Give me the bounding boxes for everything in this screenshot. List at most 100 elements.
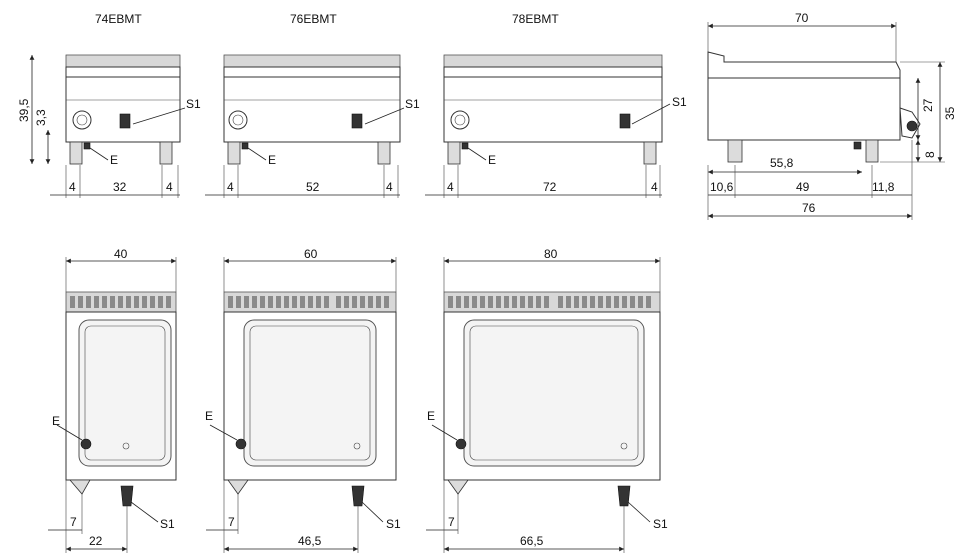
grille-slots	[228, 296, 389, 308]
foot-left	[69, 141, 83, 165]
gas-valve-icon	[119, 113, 131, 129]
s1-leader	[364, 107, 405, 125]
drain-hole	[353, 442, 361, 450]
e-label: E	[110, 153, 118, 167]
gas-valve-icon	[351, 485, 365, 507]
model-title: 78EBMT	[512, 12, 559, 26]
e-offset-value: 7	[228, 515, 235, 529]
dim-left: 4	[227, 180, 234, 194]
e-label: E	[205, 409, 213, 423]
splash-rim	[65, 66, 181, 78]
body-height-dim-value: 27	[921, 98, 935, 112]
e-offset-value: 7	[70, 515, 77, 529]
griddle-inner	[469, 325, 639, 461]
foot-left	[69, 479, 91, 495]
s1-leader	[361, 501, 384, 523]
knob-inner	[232, 114, 244, 126]
dim-right: 11,8	[872, 180, 895, 194]
width-dim-value: 80	[544, 247, 558, 261]
width-dim-value: 40	[114, 247, 128, 261]
earth-terminal-icon	[853, 141, 862, 150]
s1-offset-value: 46,5	[298, 534, 322, 548]
control-knob-icon	[228, 110, 248, 130]
gas-valve-icon	[619, 113, 631, 129]
s1-label: S1	[672, 95, 687, 109]
s1-leader	[130, 501, 159, 523]
foot-left	[447, 141, 461, 165]
model-title: 76EBMT	[290, 12, 337, 26]
appliance-body	[223, 76, 401, 143]
front-view-74EBMT: 74EBMT S1 E 39,5 3,3 4 32 4	[17, 12, 201, 198]
foot-left	[227, 141, 241, 165]
s1-label: S1	[186, 97, 201, 111]
connection-dim-value: 3,3	[34, 109, 48, 126]
e-label: E	[52, 414, 60, 428]
foot-left	[447, 479, 469, 495]
earth-terminal-icon	[455, 438, 467, 450]
earth-terminal-icon	[83, 142, 91, 150]
dim-middle: 52	[306, 180, 320, 194]
appliance-body	[65, 76, 181, 143]
model-title: 74EBMT	[95, 12, 142, 26]
width-dim-value: 60	[304, 247, 318, 261]
griddle-inner	[249, 325, 371, 461]
height-dim-value: 39,5	[17, 98, 31, 122]
e-leader	[56, 424, 83, 441]
gas-valve-icon	[617, 485, 631, 507]
gas-valve-icon	[351, 113, 363, 129]
side-body	[707, 77, 901, 141]
s1-leader	[627, 501, 651, 523]
e-label: E	[268, 153, 276, 167]
foot-right	[643, 141, 657, 165]
dim-middle: 72	[543, 180, 557, 194]
earth-terminal-icon	[235, 438, 247, 450]
s1-label: S1	[160, 517, 175, 531]
dim-right: 4	[386, 180, 393, 194]
e-leader	[209, 424, 238, 441]
e-label: E	[427, 409, 435, 423]
drain-hole	[122, 442, 130, 450]
foot-back	[727, 139, 743, 163]
foot-front	[865, 139, 879, 163]
grille-slots	[70, 296, 171, 308]
drain-hole	[620, 442, 628, 450]
knob-inner	[454, 114, 466, 126]
s1-offset-value: 66,5	[520, 534, 544, 548]
s1-label: S1	[653, 517, 668, 531]
s1-offset-value: 22	[89, 534, 103, 548]
griddle-surface	[78, 319, 172, 467]
e-leader	[247, 147, 267, 161]
s1-leader	[631, 103, 671, 125]
top-view-80: 80 E S1 7	[426, 247, 668, 553]
s1-leader	[132, 107, 186, 125]
top-view-60: 60 E S1 7 46,5	[205, 247, 401, 553]
appliance-body	[443, 76, 663, 143]
front-view-78EBMT: 78EBMT S1 E 4 72 4	[425, 12, 687, 198]
dim-left: 4	[447, 180, 454, 194]
splash-back-profile	[707, 51, 901, 79]
earth-terminal-icon	[80, 438, 92, 450]
griddle-plate	[65, 54, 181, 68]
foot-height-dim-value: 8	[923, 151, 937, 158]
s1-label: S1	[386, 517, 401, 531]
dim-left: 10,6	[710, 180, 734, 194]
splash-rim	[223, 66, 401, 78]
dim-middle: 49	[796, 180, 810, 194]
total-depth-dim-value: 76	[802, 201, 816, 215]
e-label: E	[488, 153, 496, 167]
front-view-76EBMT: 76EBMT S1 E 4 52 4	[205, 12, 420, 198]
dim-left: 4	[69, 180, 76, 194]
dim-right: 4	[166, 180, 173, 194]
depth-dim-value: 70	[795, 11, 809, 25]
side-view: 70 35 27 8 55,8 10,6 49 11,8 76	[707, 11, 957, 220]
griddle-inner	[84, 325, 166, 461]
control-knob-icon	[450, 110, 470, 130]
dim-right: 4	[651, 180, 658, 194]
s1-offset-dim-value: 55,8	[770, 156, 794, 170]
e-offset-value: 7	[448, 515, 455, 529]
griddle-surface	[463, 319, 645, 467]
s1-label: S1	[405, 97, 420, 111]
knob-inner	[76, 114, 88, 126]
foot-right	[159, 141, 173, 165]
